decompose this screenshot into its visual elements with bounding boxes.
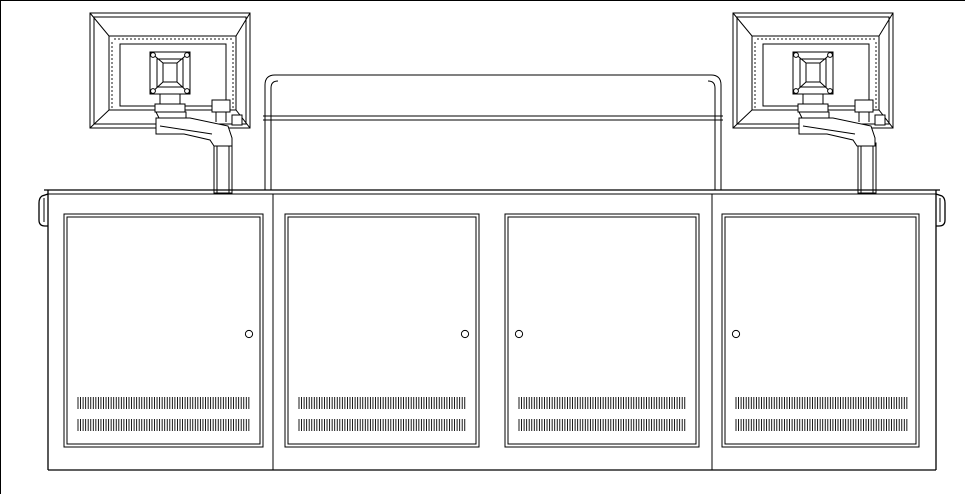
vent-slots-row — [735, 419, 908, 431]
screen-vent-pattern — [754, 38, 877, 108]
door-2[interactable] — [284, 213, 480, 448]
vent-slots-row — [518, 397, 686, 409]
door-knob-icon[interactable] — [514, 329, 524, 339]
door-knob-icon[interactable] — [460, 329, 470, 339]
door-knob-icon[interactable] — [731, 329, 741, 339]
vent-slots-row — [77, 397, 250, 409]
screen-vent-pattern — [111, 38, 234, 108]
door-knob-icon[interactable] — [244, 329, 254, 339]
vent-slots-row — [298, 419, 466, 431]
vent-slots-row — [77, 419, 250, 431]
vesa-mount-icon — [792, 51, 834, 95]
door-3[interactable] — [504, 213, 700, 448]
left-monitor-pole — [213, 142, 233, 194]
right-monitor-pole — [857, 142, 877, 194]
vesa-mount-icon — [149, 51, 191, 95]
right-monitor — [732, 12, 894, 147]
desk-body — [38, 189, 946, 471]
door-1[interactable] — [63, 213, 264, 448]
cabinet-doors — [63, 213, 920, 448]
vent-slots-row — [518, 419, 686, 431]
door-4[interactable] — [721, 213, 920, 448]
vent-slots-row — [298, 397, 466, 409]
monitor-arm — [155, 99, 243, 147]
vent-slots-row — [735, 397, 908, 409]
center-back-panel — [263, 74, 723, 190]
monitor-arm — [798, 99, 886, 147]
left-monitor — [89, 12, 251, 147]
